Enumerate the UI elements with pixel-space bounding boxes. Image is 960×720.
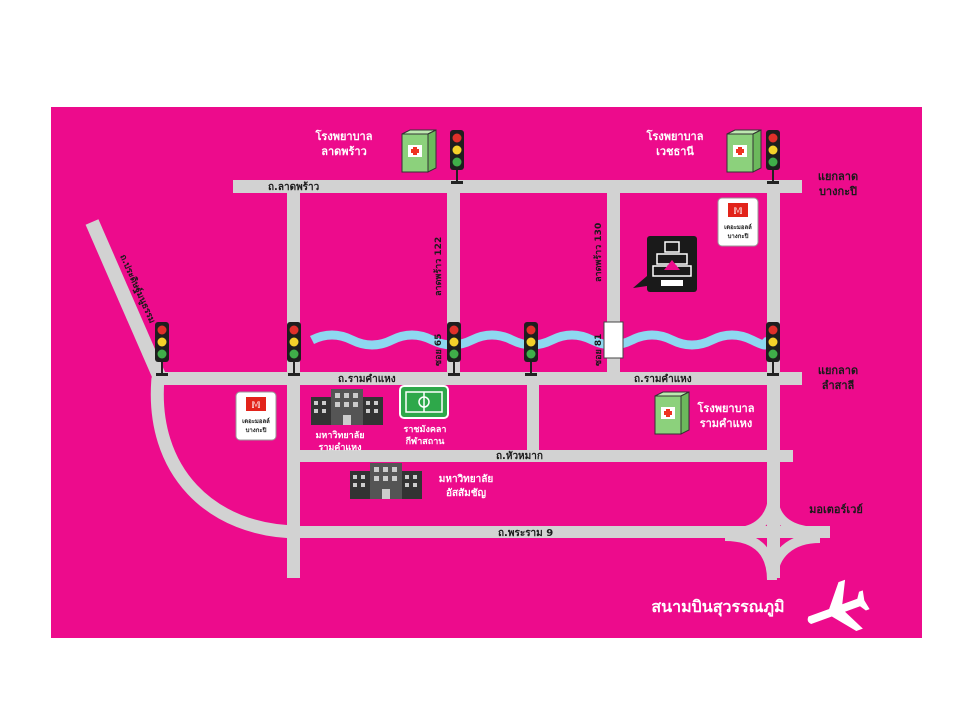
canal [309, 330, 770, 350]
hospital-lat-phrao-icon [401, 129, 437, 173]
traffic-light-icon [450, 130, 464, 184]
ramkhamhaeng-university-icon [311, 389, 383, 425]
road-curve [150, 377, 301, 539]
road-label-lat-phrao-122: ลาดพร้าว 122 [433, 237, 444, 296]
motorway-ramp-3 [739, 494, 778, 537]
convenience-store-icon: 𝕄 เดอะมอลล์ บางกะปิ [235, 391, 277, 441]
hospital-ramkhamhaeng-label: โรงพยาบาล [697, 401, 755, 415]
road-left-vertical [287, 190, 300, 578]
svg-text:𝕄: 𝕄 [251, 401, 260, 411]
road-right-vertical [767, 190, 780, 578]
road-hua-mak [300, 450, 793, 462]
hospital-vejthani-icon [726, 129, 762, 173]
airport-label: สนามบินสุวรรณภูมิ [651, 597, 784, 618]
road-label-soi-81: ซอย 81 [594, 334, 604, 366]
road-label-soi-65: ซอย 65 [434, 334, 444, 366]
hospital-ramkhamhaeng-icon [654, 391, 690, 435]
road-label-ramkhamhaeng-left: ถ.รามคำแหง [338, 373, 396, 385]
motorway-label: มอเตอร์เวย์ [809, 503, 863, 516]
shop-label-top-2: บางกะปิ [728, 232, 749, 240]
intersection-lamsali-label-2: ลำสาลี [822, 379, 855, 392]
road-ramkhamhaeng [152, 372, 802, 385]
assumption-university-label: มหาวิทยาลัย [439, 473, 494, 485]
stadium-icon [399, 385, 449, 419]
road-label-rama9: ถ.พระราม 9 [498, 528, 553, 539]
bridge [603, 321, 624, 359]
intersection-bangkapi-label: แยกลาด [818, 170, 858, 183]
intersection-bangkapi-label-2: บางกะปิ [819, 185, 857, 198]
hospital-lat-phrao-label-2: ลาดพร้าว [321, 145, 367, 158]
shop-label-left-2: บางกะปิ [246, 426, 267, 434]
motorway-ramp-4 [768, 533, 821, 579]
svg-text:𝕄: 𝕄 [733, 207, 742, 217]
road-label-hua-mak: ถ.หัวหมาก [496, 450, 543, 462]
traffic-light-icon [766, 322, 780, 376]
road-label-lat-phrao: ถ.ลาดพร้าว [268, 181, 320, 193]
shop-label-left: เดอะมอลล์ [242, 417, 270, 425]
hospital-vejthani-label-2: เวชธานี [656, 145, 694, 158]
traffic-light-icon [447, 322, 461, 376]
intersection-lamsali-label: แยกลาด [818, 364, 858, 377]
traffic-light-icon [766, 130, 780, 184]
traffic-light-icon [155, 322, 169, 376]
road-rama9 [300, 526, 830, 538]
shop-label-top: เดอะมอลล์ [724, 223, 752, 231]
ramkhamhaeng-university-label: มหาวิทยาลัย [315, 430, 364, 441]
rajamangala-stadium-label: ราชมังคลา [404, 424, 447, 435]
traffic-light-icon [524, 322, 538, 376]
traffic-light-icon [287, 322, 301, 376]
hospital-vejthani-label: โรงพยาบาล [646, 129, 704, 143]
road-label-lat-phrao-130: ลาดพร้าว 130 [593, 223, 604, 282]
hospital-lat-phrao-label: โรงพยาบาล [315, 129, 373, 143]
building-logo-icon[interactable] [633, 236, 697, 292]
ramkhamhaeng-university-label-2: รามคำแหง [318, 442, 361, 453]
road-connector [527, 384, 539, 454]
road-lat-phrao [233, 180, 802, 193]
hospital-ramkhamhaeng-label-2: รามคำแหง [700, 417, 753, 430]
road-label-ramkhamhaeng-right: ถ.รามคำแหง [634, 373, 692, 385]
convenience-store-icon: 𝕄 เดอะมอลล์ บางกะปิ [717, 197, 759, 247]
airplane-icon [807, 579, 870, 632]
assumption-university-label-2: อัสสัมชัญ [446, 487, 487, 499]
assumption-university-icon [350, 463, 422, 499]
rajamangala-stadium-label-2: กีฬาสถาน [405, 436, 445, 447]
road-pradit-manutham [85, 219, 167, 381]
